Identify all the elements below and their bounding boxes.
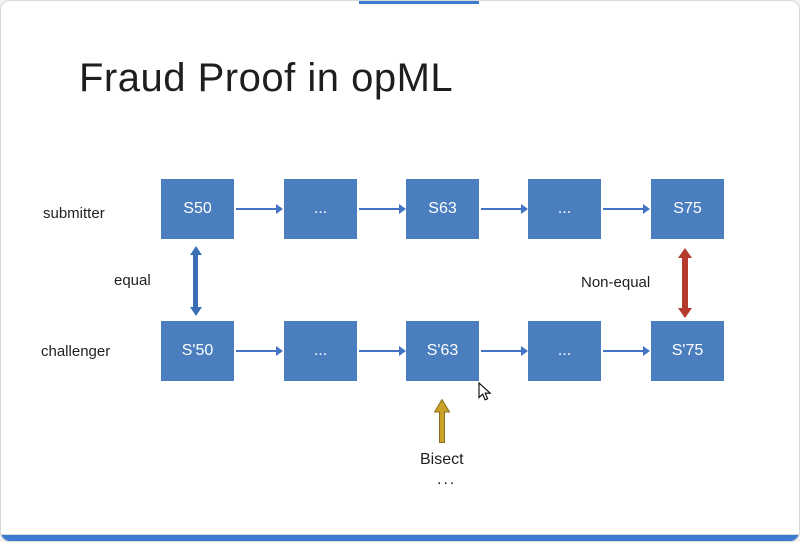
connector-arrow-icon [236, 204, 283, 214]
row-label-challenger: challenger [41, 343, 111, 360]
connector-arrow-icon [359, 346, 406, 356]
connector-arrow-icon [603, 204, 650, 214]
row-label-submitter: submitter [43, 205, 105, 222]
non-equal-double-arrow-icon [682, 258, 688, 308]
state-box-challenger-dots-1: ... [284, 321, 357, 381]
connector-arrow-icon [603, 346, 650, 356]
state-box-sp63: S'63 [406, 321, 479, 381]
bisect-ellipsis: ... [437, 471, 457, 488]
connector-arrow-icon [481, 346, 528, 356]
state-box-s75: S75 [651, 179, 724, 239]
state-box-s63: S63 [406, 179, 479, 239]
equal-double-arrow-icon [193, 255, 198, 307]
connector-arrow-icon [359, 204, 406, 214]
top-progress-bar [359, 1, 479, 4]
connector-arrow-icon [236, 346, 283, 356]
equal-label: equal [114, 272, 151, 289]
state-box-submitter-dots-2: ... [528, 179, 601, 239]
bisect-label: Bisect [420, 451, 464, 468]
state-box-sp75: S'75 [651, 321, 724, 381]
state-box-s50: S50 [161, 179, 234, 239]
non-equal-label: Non-equal [581, 274, 651, 291]
mouse-cursor-icon [478, 382, 492, 401]
page-title: Fraud Proof in opML [79, 56, 454, 100]
connector-arrow-icon [481, 204, 528, 214]
state-box-sp50: S'50 [161, 321, 234, 381]
state-box-challenger-dots-2: ... [528, 321, 601, 381]
bottom-progress-bar [1, 534, 799, 541]
state-box-submitter-dots-1: ... [284, 179, 357, 239]
bisect-arrow-icon [434, 399, 450, 443]
